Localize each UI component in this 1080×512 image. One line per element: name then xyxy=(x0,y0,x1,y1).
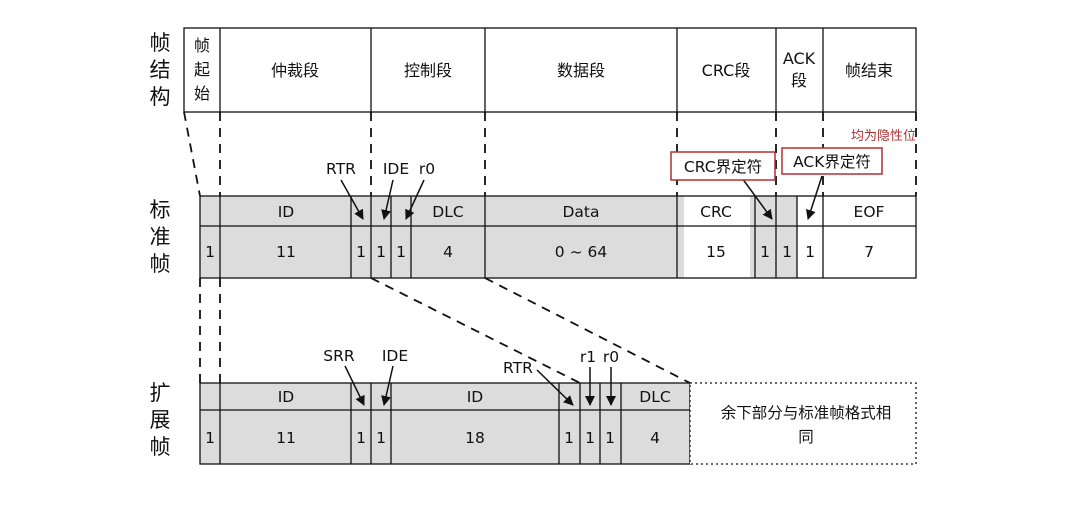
std-crc-bits: 15 xyxy=(706,243,726,261)
ext-id-ext-name: ID xyxy=(467,388,484,406)
ext-dlc-bits: 4 xyxy=(650,429,660,447)
row-label-char: 标 xyxy=(150,198,171,222)
std-id-name: ID xyxy=(278,203,295,221)
std-crc-name: CRC xyxy=(700,203,732,221)
crc-field-label: CRC段 xyxy=(702,61,751,80)
std-r0-arrow xyxy=(405,179,425,220)
connector-lines xyxy=(183,111,917,384)
ext-id-base-bits: 11 xyxy=(276,429,296,447)
row-label-standard-frame: 标 准 帧 xyxy=(150,198,171,276)
row-label-extended-frame: 扩 展 帧 xyxy=(150,381,171,459)
std-rtr-bits: 1 xyxy=(356,243,366,261)
std-r0-bits: 1 xyxy=(396,243,406,261)
ext-sof-bits: 1 xyxy=(205,429,215,447)
std-crc-delim-arrow xyxy=(741,177,773,220)
std-rtr-annotation: RTR xyxy=(326,160,356,178)
eof-field-label: 帧结束 xyxy=(845,61,893,80)
ack-delimiter-highlight xyxy=(781,147,883,175)
remainder-note: 同 xyxy=(798,428,814,446)
std-rtr-arrow xyxy=(340,179,364,220)
std-data-name: Data xyxy=(562,203,599,221)
sof-label-char: 帧 xyxy=(194,36,210,55)
ext-rtr-arrow xyxy=(536,369,574,406)
ext-rtr-annotation: RTR xyxy=(503,359,533,377)
row-label-char: 展 xyxy=(150,408,171,432)
std-dlc-name: DLC xyxy=(432,203,463,221)
std-r0-annotation: r0 xyxy=(419,160,435,178)
ext-r1-bits: 1 xyxy=(585,429,595,447)
row-label-char: 结 xyxy=(150,58,171,82)
ext-srr-arrow xyxy=(344,365,365,406)
extended-frame: ID ID DLC 1 11 1 1 18 1 1 1 4 SRR IDE RT… xyxy=(199,347,917,465)
std-ide-annotation: IDE xyxy=(383,160,409,178)
row-label-char: 帧 xyxy=(150,252,171,276)
control-field-label: 控制段 xyxy=(404,61,452,80)
std-data-bits: 0 ~ 64 xyxy=(555,243,607,261)
row-label-char: 准 xyxy=(150,225,171,249)
std-eof-bits: 7 xyxy=(864,243,874,261)
ext-id-base-name: ID xyxy=(278,388,295,406)
ext-rtr-bits: 1 xyxy=(564,429,574,447)
remainder-note: 余下部分与标准帧格式相 xyxy=(721,403,892,422)
std-sof-bits: 1 xyxy=(205,243,215,261)
std-ide-arrow xyxy=(381,179,394,220)
ack-field-label: ACK xyxy=(783,49,816,68)
ext-ide-annotation: IDE xyxy=(382,347,408,365)
std-ack-delim-bits: 1 xyxy=(805,243,815,261)
ext-id-ext-bits: 18 xyxy=(465,429,485,447)
row-label-char: 帧 xyxy=(150,31,171,55)
ext-dlc-name: DLC xyxy=(639,388,670,406)
recessive-bits-note: 均为隐性位 xyxy=(851,129,916,144)
ext-r1-annotation: r1 xyxy=(580,348,596,366)
ext-srr-bits: 1 xyxy=(356,429,366,447)
std-eof-name: EOF xyxy=(854,203,885,221)
remainder-box xyxy=(689,382,917,465)
ext-ide-bits: 1 xyxy=(376,429,386,447)
std-ack-delim-arrow xyxy=(806,175,823,220)
arbitration-field-label: 仲裁段 xyxy=(271,61,319,80)
data-field-label: 数据段 xyxy=(557,61,605,80)
ack-field-label: 段 xyxy=(791,71,807,90)
ext-r0-annotation: r0 xyxy=(603,348,619,366)
std-crc-delim-annotation: CRC界定符 xyxy=(684,158,762,176)
crc-delimiter-highlight xyxy=(670,151,776,181)
sof-label-char: 始 xyxy=(194,84,210,103)
standard-frame: ID DLC Data CRC EOF 1 11 1 1 1 4 0 ~ 64 … xyxy=(199,129,917,279)
ext-srr-annotation: SRR xyxy=(323,347,355,365)
row-label-char: 构 xyxy=(150,85,171,109)
std-id-bits: 11 xyxy=(276,243,296,261)
std-crc-delim-bits: 1 xyxy=(760,243,770,261)
std-ack-delim-annotation: ACK界定符 xyxy=(793,153,871,171)
row-label-char: 扩 xyxy=(150,381,171,405)
row-label-char: 帧 xyxy=(150,435,171,459)
sof-label-char: 起 xyxy=(194,60,210,79)
std-ide-bits: 1 xyxy=(376,243,386,261)
ext-r0-bits: 1 xyxy=(605,429,615,447)
frame-structure-row: 帧 起 始 仲裁段 控制段 数据段 CRC段 ACK 段 帧结束 xyxy=(183,27,917,113)
ext-ide-arrow xyxy=(381,365,394,406)
row-label-frame-structure: 帧 结 构 xyxy=(150,31,171,109)
std-ack-slot-bits: 1 xyxy=(782,243,792,261)
std-dlc-bits: 4 xyxy=(443,243,453,261)
